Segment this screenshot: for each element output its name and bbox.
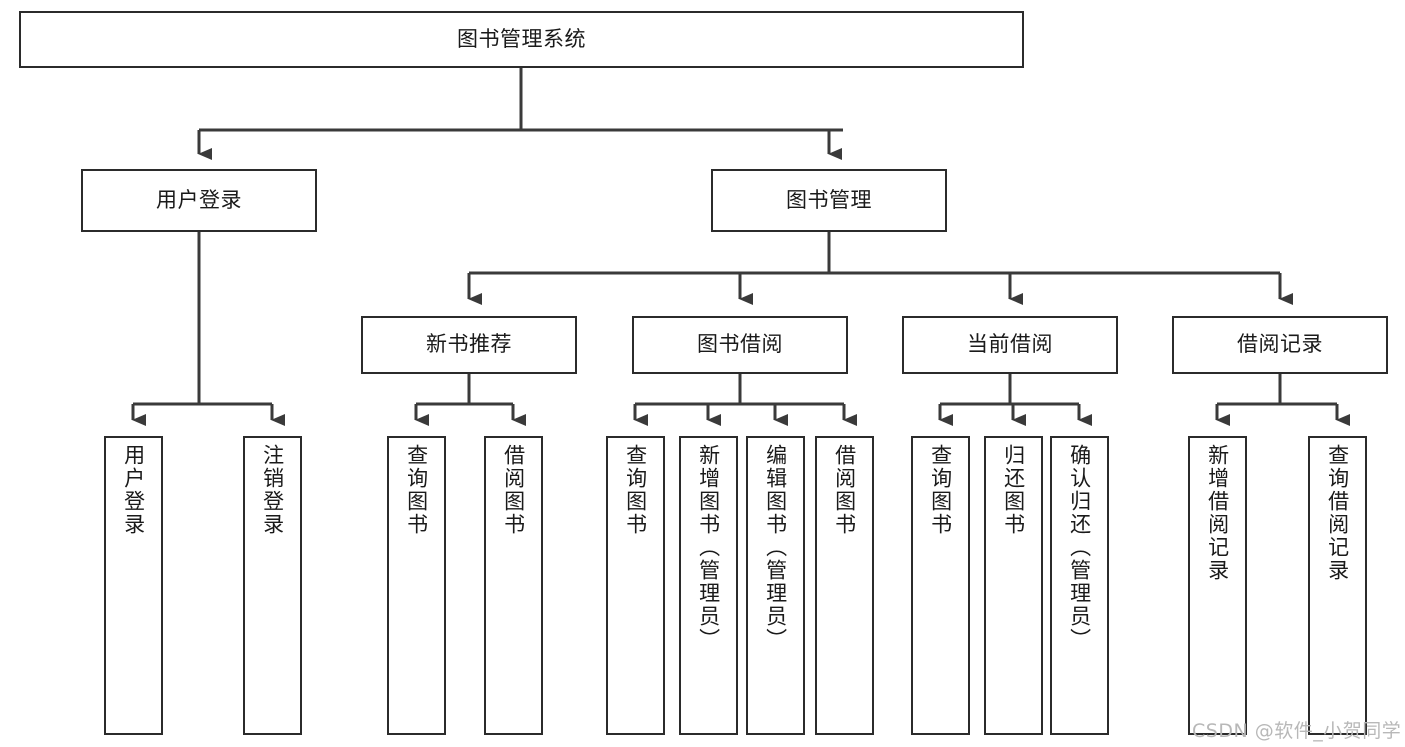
node-leaf-edit-book[interactable]: 编辑图书（管理员） xyxy=(746,436,805,735)
node-leaf-user-login[interactable]: 用户登录 xyxy=(104,436,163,735)
node-leaf-borrow-book-1[interactable]: 借阅图书 xyxy=(484,436,543,735)
node-leaf-add-book[interactable]: 新增图书（管理员） xyxy=(679,436,738,735)
node-leaf-add-record[interactable]: 新增借阅记录 xyxy=(1188,436,1247,735)
node-leaf-query-book-2[interactable]: 查询图书 xyxy=(606,436,665,735)
node-current-borrow[interactable]: 当前借阅 xyxy=(902,316,1118,374)
node-book-borrow[interactable]: 图书借阅 xyxy=(632,316,848,374)
node-leaf-return-book[interactable]: 归还图书 xyxy=(984,436,1043,735)
node-user-login[interactable]: 用户登录 xyxy=(81,169,317,232)
node-borrow-record[interactable]: 借阅记录 xyxy=(1172,316,1388,374)
node-leaf-confirm-return[interactable]: 确认归还（管理员） xyxy=(1050,436,1109,735)
node-leaf-query-book-1[interactable]: 查询图书 xyxy=(387,436,446,735)
node-leaf-user-logout[interactable]: 注销登录 xyxy=(243,436,302,735)
node-book-manage[interactable]: 图书管理 xyxy=(711,169,947,232)
node-leaf-query-record[interactable]: 查询借阅记录 xyxy=(1308,436,1367,735)
node-root[interactable]: 图书管理系统 xyxy=(19,11,1024,68)
csdn-watermark: CSDN @软件_小贺同学 xyxy=(1192,720,1402,742)
node-new-book-rec[interactable]: 新书推荐 xyxy=(361,316,577,374)
node-leaf-borrow-book-2[interactable]: 借阅图书 xyxy=(815,436,874,735)
node-leaf-query-book-3[interactable]: 查询图书 xyxy=(911,436,970,735)
